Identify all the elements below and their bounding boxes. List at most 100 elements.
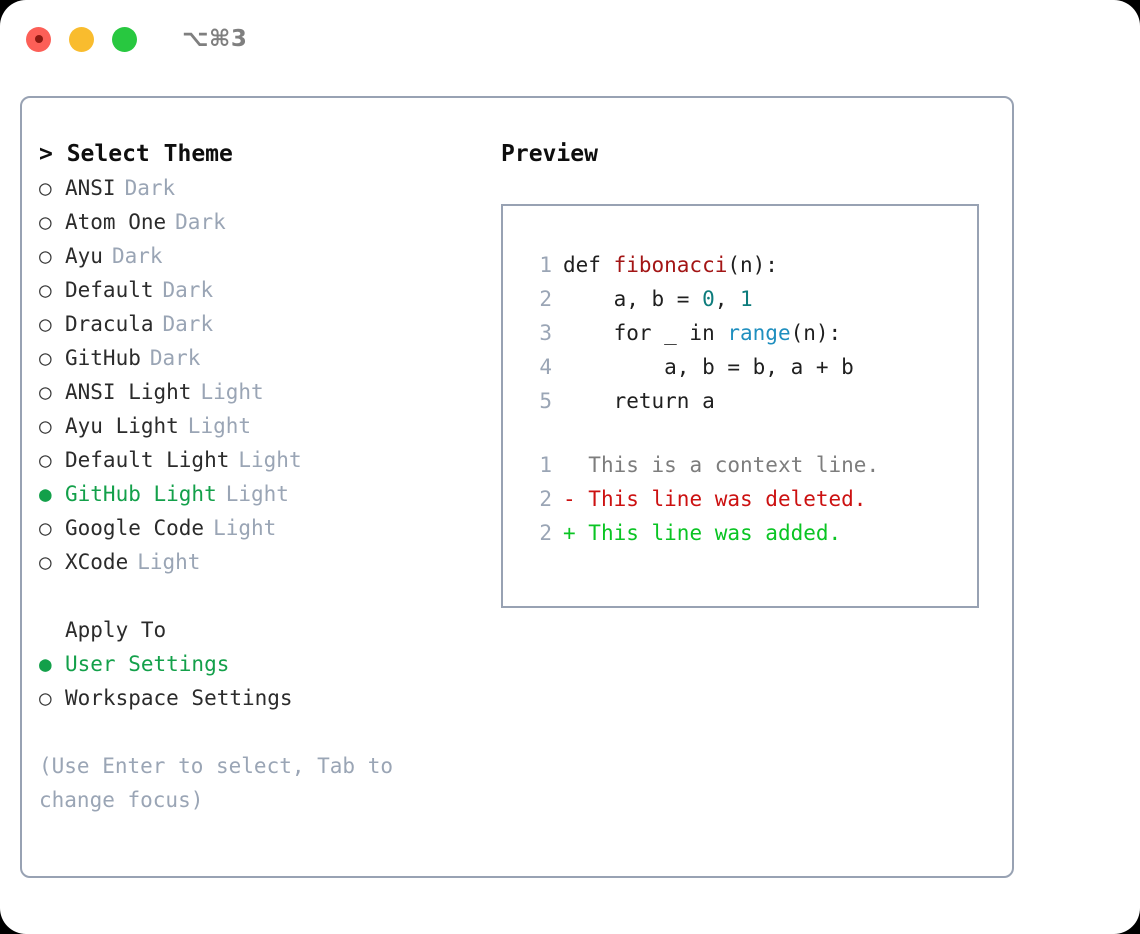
theme-option-label: Default Light [65,448,230,472]
theme-option-tag: Dark [162,278,214,302]
code-token-func: fibonacci [613,253,728,277]
radio-unselected-icon: ○ [39,414,52,438]
theme-option-default-light[interactable]: ○ Default Light Light [39,443,479,477]
radio-unselected-icon: ○ [39,278,52,302]
code-token-plain: return a [563,389,715,413]
theme-option-tag: Light [200,380,264,404]
radio-unselected-icon: ○ [39,448,52,472]
radio-unselected-icon: ○ [39,210,52,234]
radio-selected-icon: ● [39,652,52,676]
code-token-num: 0 [702,287,715,311]
theme-option-tag: Light [238,448,302,472]
code-token-num: 1 [740,287,753,311]
diff-line-text: This is a context line. [575,453,880,477]
apply-to-option-user-settings[interactable]: ● User Settings [39,647,479,681]
theme-option-label: ANSI Light [65,380,192,404]
radio-unselected-icon: ○ [39,176,52,200]
diff-line-text: This line was deleted. [575,487,867,511]
diff-line-text: This line was added. [575,521,842,545]
code-line: 5 return a [522,384,971,418]
code-line-content: a, b = b, a + b [563,350,854,384]
theme-option-tag: Dark [162,312,214,336]
theme-option-label: Google Code [65,516,205,540]
hint-spacer [39,715,479,749]
code-line-number: 1 [539,253,552,277]
theme-option-label: Dracula [65,312,154,336]
code-line-content: def fibonacci(n): [563,248,778,282]
code-line-number: 5 [539,389,552,413]
minimize-window-button[interactable] [69,26,94,52]
code-line-number: 4 [539,355,552,379]
apply-to-list[interactable]: ● User Settings ○Workspace Settings [39,647,479,715]
code-line-number: 3 [539,321,552,345]
preview-column: Preview [501,137,991,171]
apply-to-option-label: User Settings [65,652,230,676]
theme-option-label: Ayu [65,244,103,268]
theme-option-tag: Light [213,516,277,540]
window-traffic-lights [26,26,137,52]
radio-unselected-icon: ○ [39,312,52,336]
theme-option-ansi-light[interactable]: ○ ANSI Light Light [39,375,479,409]
apply-to-option-label: Workspace Settings [65,686,293,710]
theme-option-tag: Light [225,482,289,506]
code-line-number: 2 [539,287,552,311]
code-line-content: return a [563,384,715,418]
keyboard-hint: (Use Enter to select, Tab to change focu… [39,754,406,812]
theme-option-google-code[interactable]: ○ Google Code Light [39,511,479,545]
theme-option-ansi[interactable]: ○ ANSI Dark [39,171,479,205]
theme-option-tag: Dark [149,346,201,370]
code-line-content: for _ in range(n): [563,316,842,350]
diff-line-number: 1 [539,453,552,477]
theme-option-label: XCode [65,550,129,574]
diff-line-number: 2 [539,487,552,511]
list-spacer [39,579,479,613]
page-title: > Select Theme [39,141,233,167]
code-token-plain: def [563,253,614,277]
code-line-content: a, b = 0, 1 [563,282,753,316]
theme-option-dracula[interactable]: ○ Dracula Dark [39,307,479,341]
window-titlebar: ⌥⌘3 [0,0,1140,78]
diff-line-number: 2 [539,521,552,545]
diff-line-add: 2 + This line was added. [522,516,971,550]
theme-option-github[interactable]: ○ GitHub Dark [39,341,479,375]
code-token-plain: , [714,287,741,311]
diff-marker-icon: + [563,521,576,545]
code-token-plain: a, b = b, a + b [563,355,854,379]
theme-option-label: Default [65,278,154,302]
apply-to-option-workspace-settings[interactable]: ○Workspace Settings [39,681,479,715]
theme-option-label: GitHub Light [65,482,217,506]
radio-unselected-icon: ○ [39,346,52,370]
theme-option-tag: Dark [175,210,226,234]
code-token-plain: for _ in [563,321,728,345]
diff-marker-icon: - [563,487,576,511]
radio-unselected-icon: ○ [39,516,52,540]
theme-option-tag: Dark [124,176,176,200]
theme-option-label: GitHub [65,346,141,370]
close-window-button[interactable] [26,26,51,52]
diff-marker-icon [563,448,576,482]
radio-unselected-icon: ○ [39,380,52,404]
theme-option-github-light[interactable]: ● GitHub Light Light [39,477,479,511]
code-line: 4 a, b = b, a + b [522,350,971,384]
code-token-plain: (n): [727,253,778,277]
radio-selected-icon: ● [39,482,52,506]
maximize-window-button[interactable] [112,26,137,52]
code-line: 3 for _ in range(n): [522,316,971,350]
preview-title: Preview [501,141,598,167]
radio-unselected-icon: ○ [39,550,52,574]
theme-option-tag: Light [137,550,201,574]
diff-line-del: 2- This line was deleted. [522,482,971,516]
code-line: 1 def fibonacci(n): [522,248,971,282]
theme-option-default[interactable]: ○ Default Dark [39,273,479,307]
theme-option-label: ANSI [65,176,116,200]
code-line: 2 a, b = 0, 1 [522,282,971,316]
theme-option-xcode[interactable]: ○ XCode Light [39,545,479,579]
code-token-plain: (n): [790,321,842,345]
